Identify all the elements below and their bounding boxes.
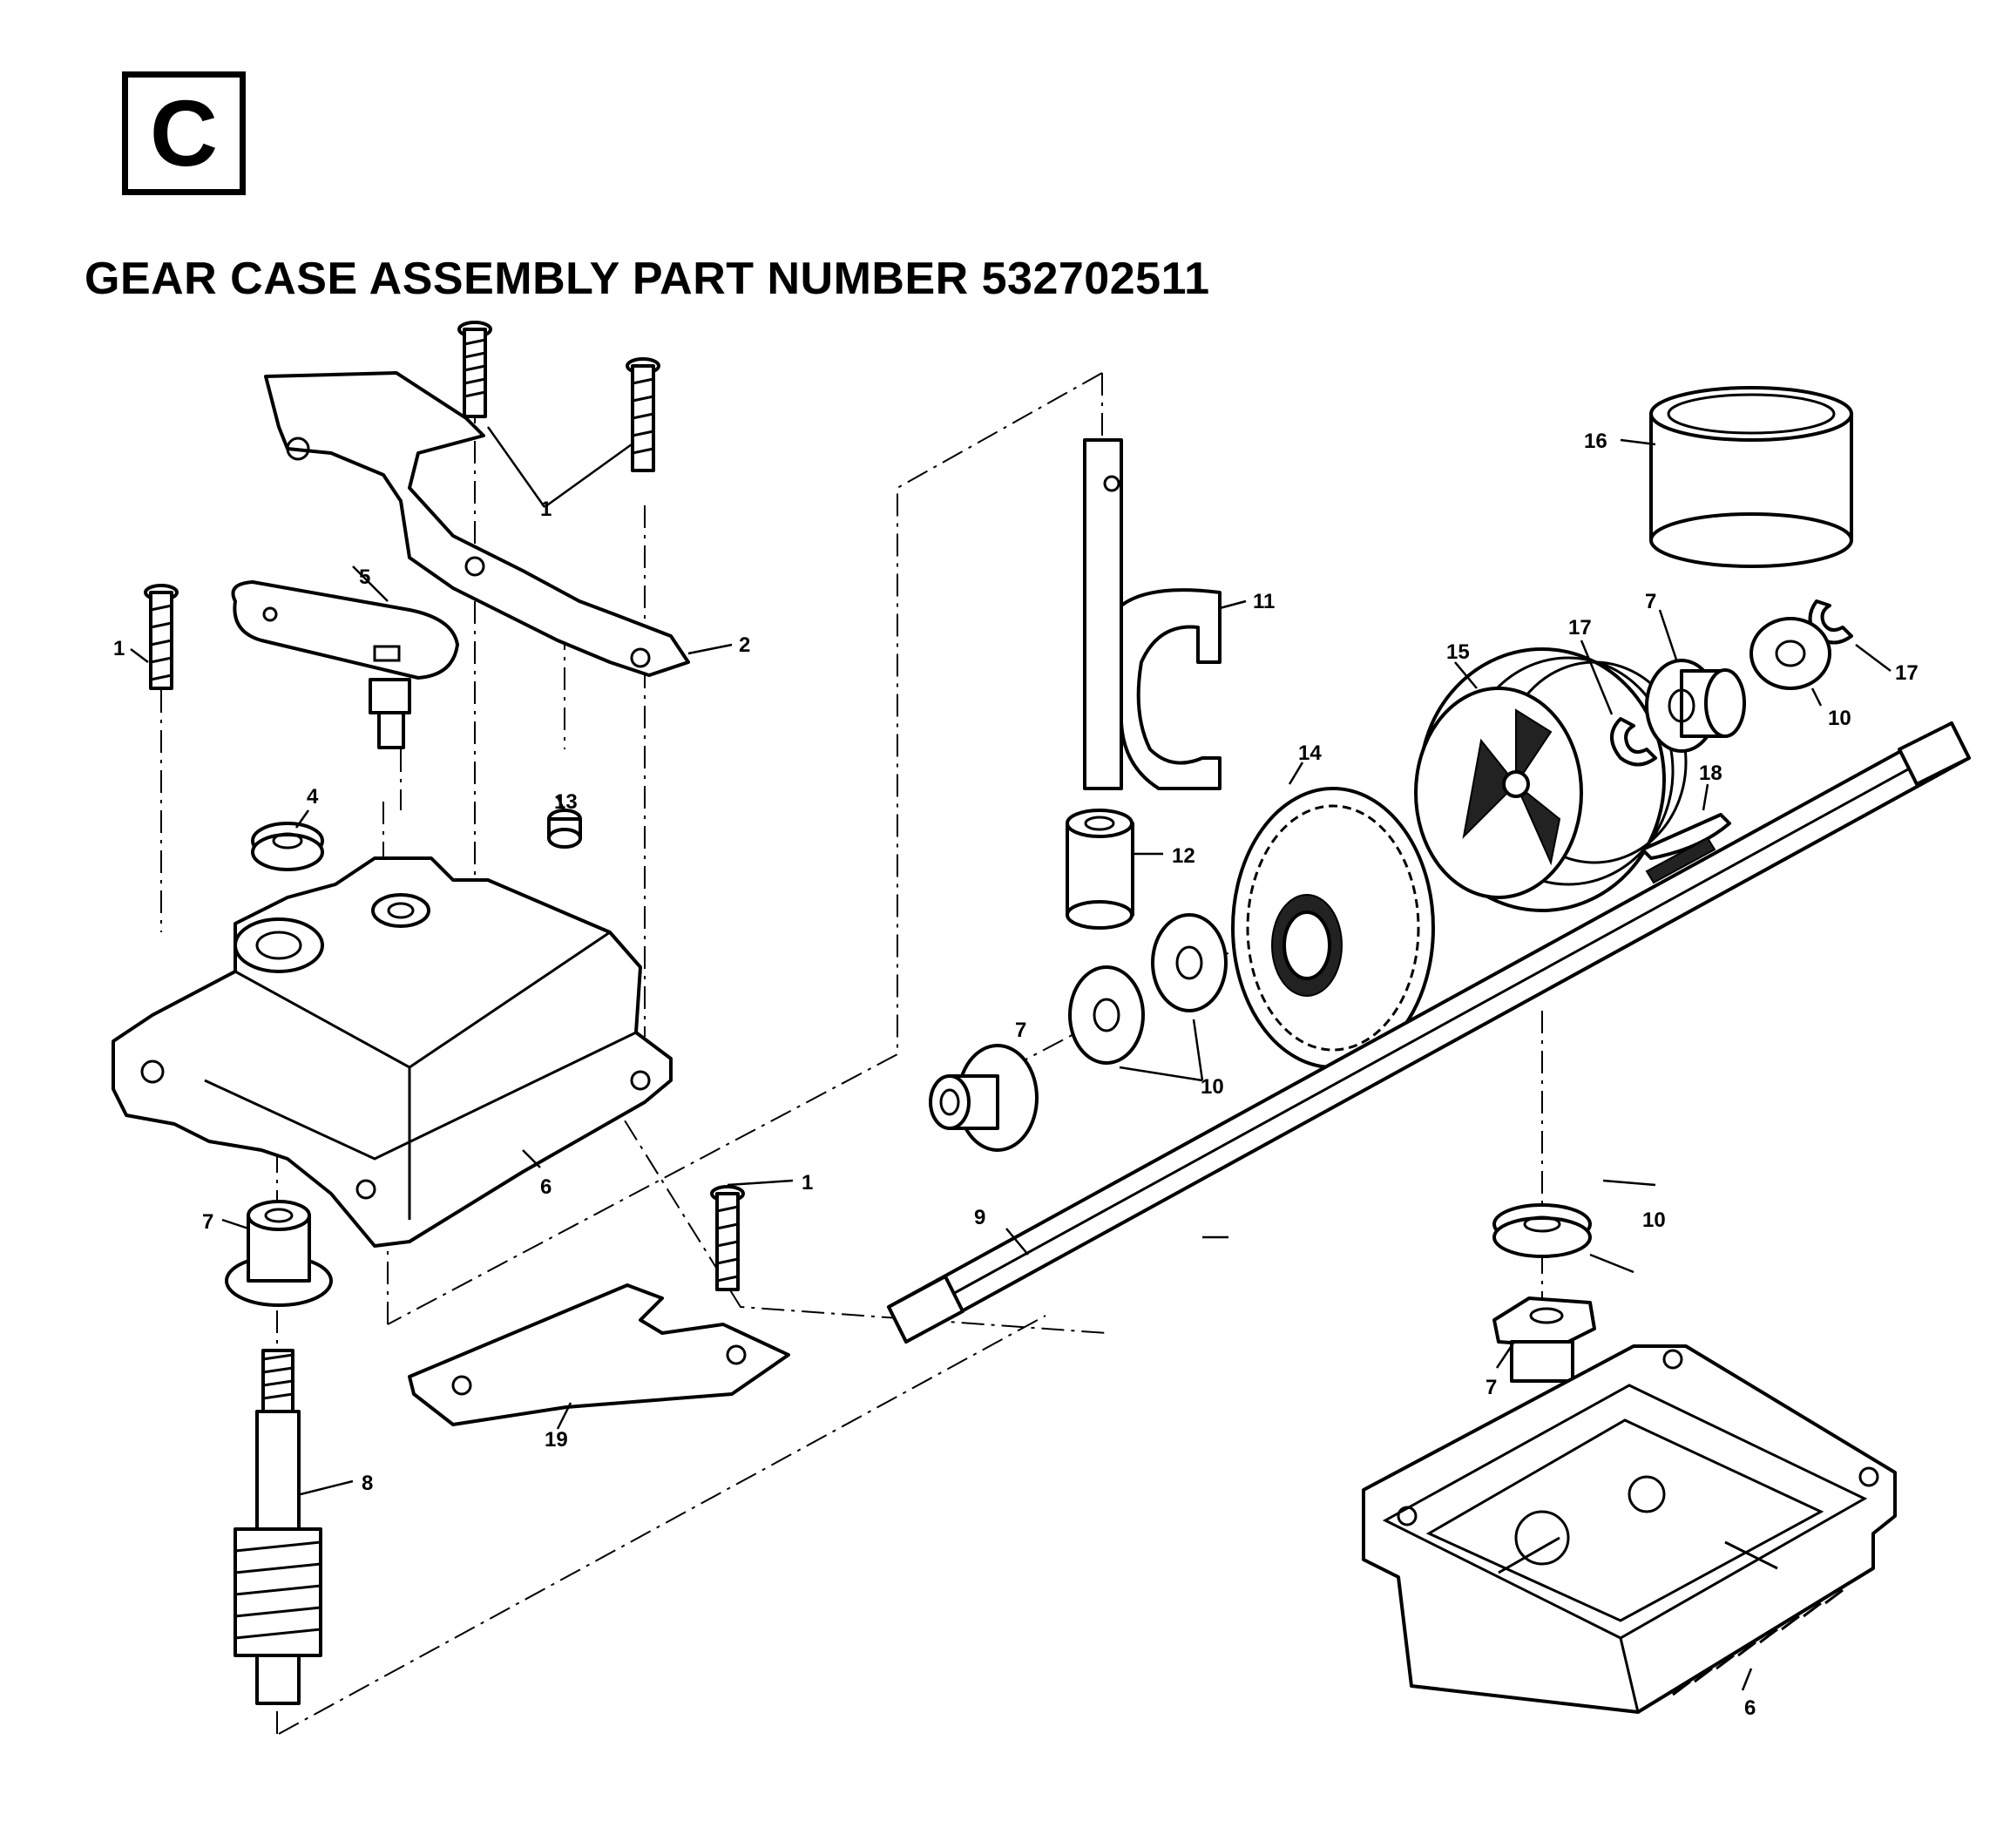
callout-6-lower: 6 [1744, 1696, 1756, 1720]
callout-1-left: 1 [113, 637, 125, 660]
screws-part-1 [144, 321, 745, 1291]
section-letter: C [150, 80, 218, 186]
washers-part-10-center [1068, 913, 1228, 1065]
sleeve-part-16 [1649, 386, 1853, 568]
washer-part-4 [251, 822, 324, 871]
clutch-wheel-part-15 [1414, 647, 1688, 912]
callout-10-lower-right: 10 [1642, 1208, 1666, 1232]
bushing-part-12 [1066, 809, 1134, 930]
callout-2: 2 [739, 633, 750, 657]
plug-part-13 [547, 809, 582, 849]
main-shaft-part-9 [887, 721, 1971, 1344]
screw-top-right [626, 357, 660, 472]
callout-8: 8 [362, 1472, 373, 1495]
screw-top-center [457, 321, 492, 418]
callout-10-right-upper: 10 [1828, 707, 1851, 730]
callout-1-top: 1 [540, 498, 552, 521]
bushing-part-7-center [929, 1044, 1039, 1152]
diagram-title: GEAR CASE ASSEMBLY PART NUMBER 532702511 [85, 254, 1210, 304]
callout-15: 15 [1446, 640, 1470, 664]
callout-6-upper: 6 [540, 1175, 552, 1199]
screw-bottom [710, 1185, 745, 1291]
leader-lines [130, 426, 1892, 1691]
callout-14: 14 [1298, 741, 1322, 765]
callout-16: 16 [1584, 430, 1607, 453]
bushing-part-7-right-upper [1645, 659, 1746, 753]
callout-19: 19 [545, 1428, 568, 1452]
upper-gear-case-part-6 [112, 856, 673, 1248]
washer-part-10-lower-right [1492, 1203, 1592, 1258]
screw-left [144, 584, 179, 690]
callout-1-bottom: 1 [802, 1171, 813, 1195]
callout-12: 12 [1172, 844, 1195, 868]
callout-13: 13 [554, 790, 578, 814]
callout-7-left: 7 [202, 1210, 213, 1234]
callout-17-center: 17 [1568, 616, 1592, 640]
callout-5: 5 [359, 565, 370, 589]
callout-18: 18 [1699, 762, 1722, 785]
gear-part-14 [1231, 787, 1435, 1069]
callout-11: 11 [1253, 590, 1275, 613]
bushing-part-7-left [225, 1200, 333, 1307]
gasket-part-19 [408, 1283, 790, 1426]
callout-4: 4 [307, 785, 319, 809]
top-bracket-part-2 [264, 371, 690, 677]
shift-fork-part-11 [1083, 438, 1222, 790]
callout-7-right-upper: 7 [1645, 590, 1656, 613]
bushing-part-7-lower-right [1492, 1296, 1596, 1383]
section-letter-box: C [122, 71, 246, 195]
e-clip-part-17-center [1610, 717, 1657, 767]
callout-10-center: 10 [1201, 1075, 1224, 1099]
worm-shaft-part-8 [233, 1349, 322, 1705]
lever-part-5 [231, 580, 459, 749]
callout-9: 9 [974, 1206, 985, 1229]
lower-gear-case-part-6 [1362, 1344, 1897, 1714]
callout-labels: 1 1 1 2 4 5 6 6 7 7 7 7 8 9 10 10 10 11 … [113, 430, 1919, 1720]
callout-7-center: 7 [1015, 1019, 1026, 1042]
callout-17-right: 17 [1895, 661, 1919, 685]
washer-part-10-right-upper [1749, 617, 1831, 690]
callout-7-lower-right: 7 [1486, 1376, 1497, 1399]
